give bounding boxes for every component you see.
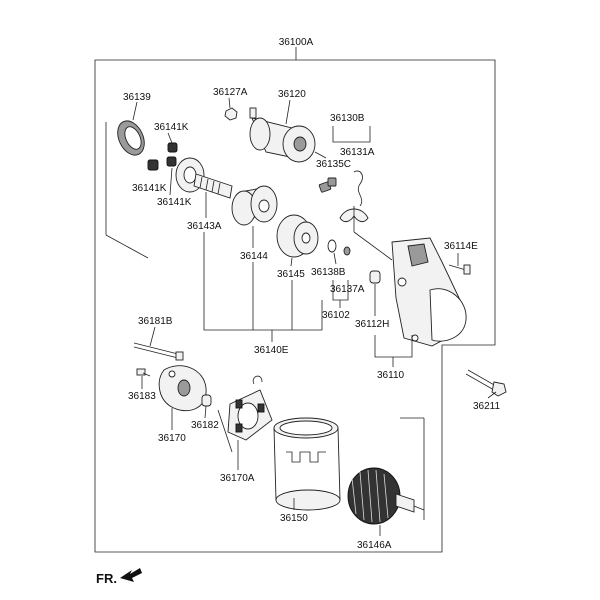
- leader-36181B: [149, 326, 156, 347]
- guide-yoke: [217, 409, 233, 453]
- label-36110[interactable]: 36110: [377, 370, 405, 381]
- label-36145[interactable]: 36145: [277, 269, 305, 280]
- part-36182-bushing[interactable]: [201, 394, 212, 407]
- leader-36120: [285, 99, 291, 125]
- part-36170A-brush-holder[interactable]: [227, 375, 273, 441]
- leader-36145: [290, 257, 293, 267]
- label-36211[interactable]: 36211: [473, 401, 501, 412]
- label-36102[interactable]: 36102: [322, 310, 350, 321]
- part-36143A-pinion-shaft[interactable]: [175, 157, 233, 199]
- part-36114E-bolt[interactable]: [448, 264, 471, 275]
- part-36150-yoke[interactable]: [273, 417, 341, 511]
- leader-36138B: [333, 252, 337, 265]
- bracket-36137A: [332, 280, 349, 301]
- label-36183[interactable]: 36183: [128, 391, 156, 402]
- assembly-label: 36100A: [279, 37, 314, 48]
- guide-36139-b: [105, 234, 149, 259]
- label-36170[interactable]: 36170: [158, 433, 186, 444]
- label-36139[interactable]: 36139: [123, 92, 151, 103]
- label-36181B[interactable]: 36181B: [138, 316, 173, 327]
- bracket-36140E: [203, 232, 323, 331]
- part-36131A-shift-lever[interactable]: [339, 170, 369, 232]
- part-36141K-bushing-top[interactable]: [166, 142, 178, 167]
- label-36120[interactable]: 36120: [278, 89, 306, 100]
- label-36140E[interactable]: 36140E: [254, 345, 289, 356]
- part-36170-rear-cover[interactable]: [158, 365, 207, 411]
- part-36135C-spring[interactable]: [318, 177, 337, 193]
- leader-36211: [487, 391, 497, 399]
- part-36120-solenoid[interactable]: [249, 107, 316, 163]
- label-36137A[interactable]: 36137A: [330, 284, 365, 295]
- part-36144-clutch[interactable]: [231, 185, 278, 226]
- front-marker-label: FR.: [96, 571, 117, 586]
- assembly-frame: [94, 59, 496, 553]
- label-36138B[interactable]: 36138B: [311, 267, 346, 278]
- part-36141K-bushing-left[interactable]: [147, 159, 159, 171]
- label-36127A[interactable]: 36127A: [213, 87, 248, 98]
- part-36138B-washer[interactable]: [327, 239, 351, 256]
- label-36130B[interactable]: 36130B: [330, 113, 365, 124]
- leader-36139: [132, 101, 138, 121]
- part-36183-screw[interactable]: [136, 368, 151, 377]
- part-36211-bolt[interactable]: [465, 369, 507, 397]
- part-36181B-through-bolt[interactable]: [133, 342, 184, 361]
- leader-36141K-c: [169, 167, 173, 196]
- part-36145-gear[interactable]: [276, 214, 319, 258]
- part-36146A-armature[interactable]: [347, 467, 425, 525]
- part-36127A-nut[interactable]: [224, 107, 238, 121]
- label-36141K-a[interactable]: 36141K: [154, 122, 189, 133]
- part-36110-housing[interactable]: [391, 237, 467, 347]
- label-36135C[interactable]: 36135C: [316, 159, 351, 170]
- label-36141K-b[interactable]: 36141K: [132, 183, 167, 194]
- label-36143A[interactable]: 36143A: [187, 221, 222, 232]
- bracket-36110: [374, 335, 413, 358]
- leader-36141K-a: [167, 132, 173, 144]
- leader-36120-plunger: [314, 151, 327, 159]
- leader-36182: [204, 405, 207, 419]
- label-36114E[interactable]: 36114E: [444, 241, 478, 252]
- part-36112H-bush[interactable]: [369, 270, 381, 284]
- guide-36110: [353, 231, 393, 261]
- label-36146A[interactable]: 36146A: [357, 540, 392, 551]
- label-36131A[interactable]: 36131A: [340, 147, 375, 158]
- label-36112H[interactable]: 36112H: [355, 319, 389, 330]
- label-36141K-c[interactable]: 36141K: [157, 197, 192, 208]
- label-36150[interactable]: 36150: [280, 513, 308, 524]
- part-36139-ring[interactable]: [113, 117, 150, 160]
- front-arrow-icon: [120, 568, 142, 582]
- label-36144[interactable]: 36144: [240, 251, 268, 262]
- bracket-36130B: [332, 126, 371, 143]
- leader-36127A: [228, 97, 231, 109]
- label-36182[interactable]: 36182: [191, 420, 219, 431]
- label-36170A[interactable]: 36170A: [220, 473, 255, 484]
